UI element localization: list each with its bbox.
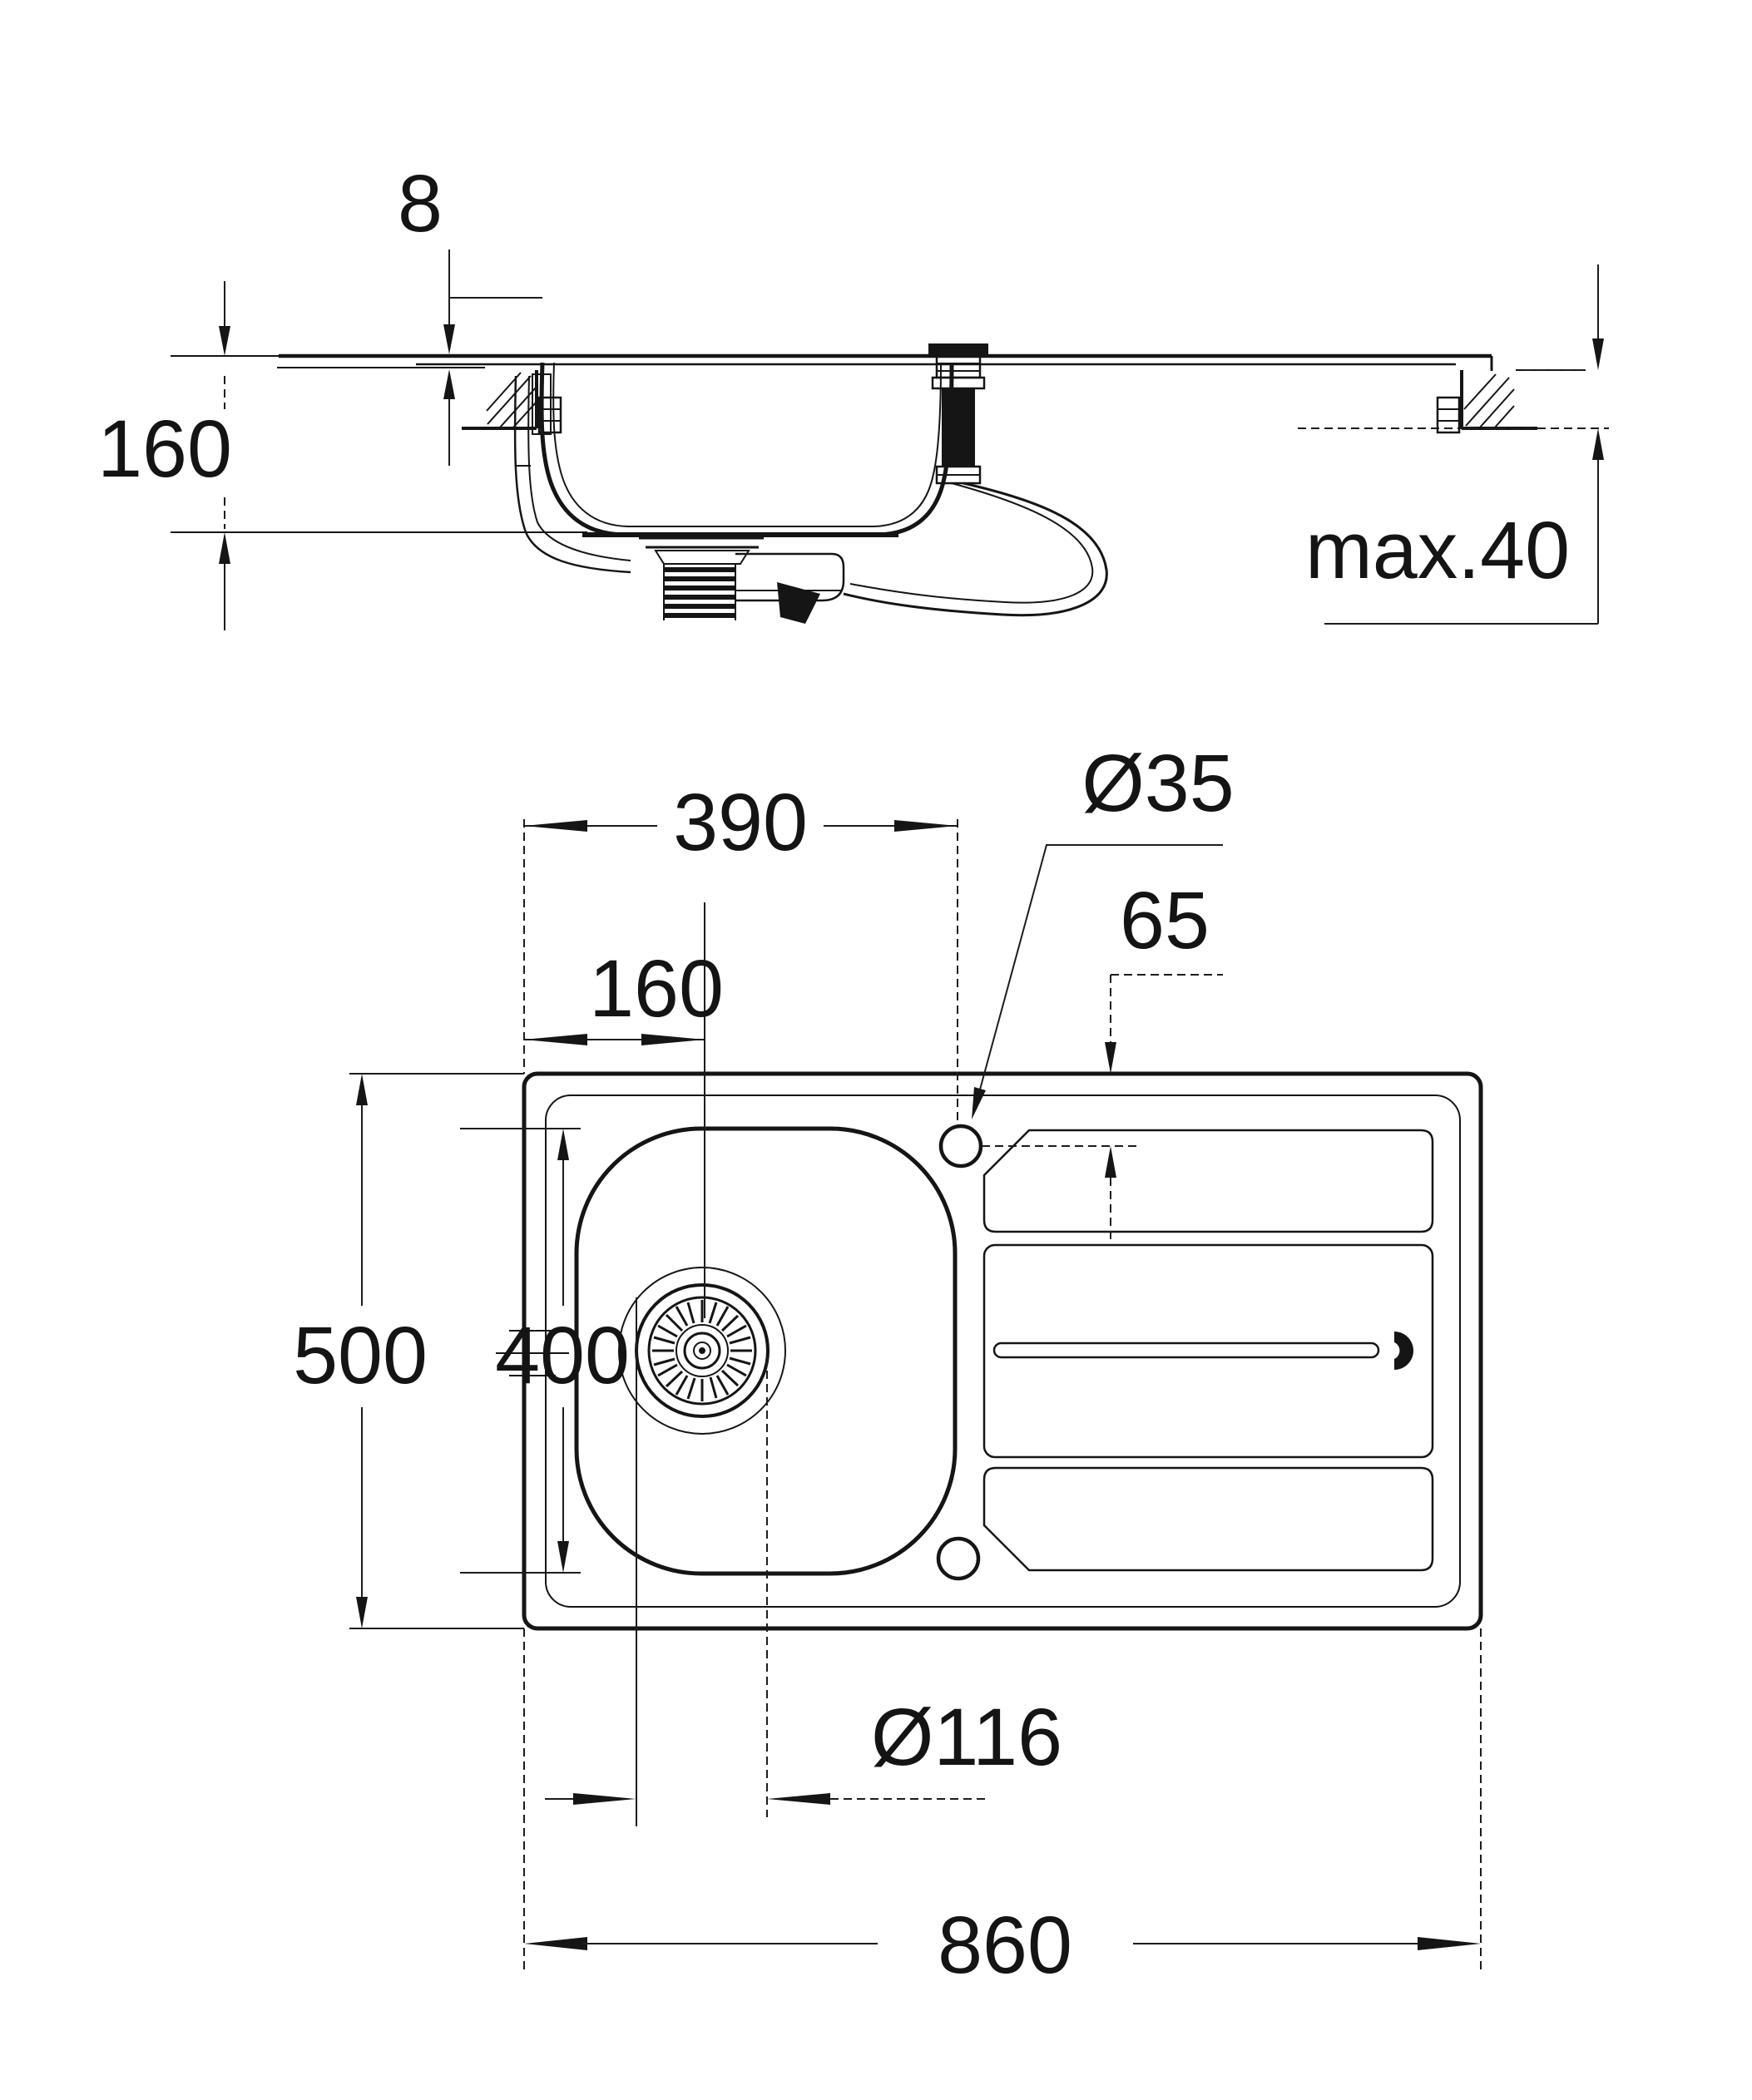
bowl-inner-profile — [552, 362, 942, 527]
dim-bowl-width-label: 390 — [673, 777, 808, 867]
dim-faucet-hole-offset: 65 — [982, 875, 1223, 1241]
bowl-tangent-extensions — [460, 1128, 581, 1574]
groove-end-icon — [1394, 1332, 1413, 1370]
faucet-tailpiece — [928, 343, 988, 485]
sink-inner-rim — [545, 1094, 1461, 1608]
plan-view: 390 160 Ø35 65 500 — [293, 738, 1483, 1990]
dim-faucet-hole-diameter: Ø35 — [972, 738, 1235, 1119]
dim-drain-offset: 160 — [524, 943, 724, 1045]
dim-faucet-hole-diameter-label: Ø35 — [1081, 738, 1234, 828]
counter-cut-right — [1436, 370, 1537, 434]
faucet-hole-bottom — [936, 1536, 981, 1581]
drainboard-panel-1 — [982, 1129, 1434, 1233]
dim-8-leader — [448, 250, 542, 299]
drainboard-panel-2 — [982, 1243, 1434, 1459]
dim-rim-height: 8 — [398, 158, 542, 466]
faucet-base-plate — [928, 343, 988, 356]
overflow-pipe — [513, 373, 631, 574]
dim-faucet-hole-offset-label: 65 — [1120, 875, 1210, 966]
dim-rim-height-label: 8 — [398, 158, 443, 249]
dim-counter-thickness-label: max.40 — [1305, 505, 1570, 595]
strainer-spokes — [652, 1300, 752, 1401]
dim-bowl-depth-section: 160 — [97, 281, 587, 630]
drain-barrel-ribs — [663, 564, 736, 620]
counter-cut-left — [462, 370, 562, 434]
dim-bowl-depth-section-label: 160 — [97, 403, 232, 494]
spray-hose — [843, 482, 1108, 617]
drain-strainer — [618, 1267, 786, 1435]
drain-lever — [777, 582, 820, 624]
faucet-shank — [942, 388, 975, 467]
bowl-outer-profile — [539, 362, 954, 537]
dim-counter-thickness: max.40 — [1298, 264, 1609, 625]
dim-drain-diameter: Ø116 — [545, 1692, 1062, 1805]
drain-outlet-body — [735, 552, 845, 602]
drain-assembly — [639, 533, 845, 624]
dim-overall-depth: 500 — [293, 1074, 428, 1628]
dim-bowl-width: 390 — [524, 777, 958, 867]
drainboard-panel-3 — [982, 1466, 1434, 1572]
drainboard-groove — [992, 1342, 1380, 1359]
dim-bowl-depth-plan-label: 400 — [495, 1310, 630, 1401]
dim-overall-length: 860 — [524, 1900, 1481, 1990]
section-view: 8 160 max.40 — [97, 158, 1609, 630]
sink-outer-rim — [522, 1071, 1483, 1631]
faucet-hole-top — [938, 1124, 983, 1169]
hatch-lines-right — [1463, 373, 1515, 429]
dim-bowl-depth-plan: 400 — [495, 1129, 630, 1573]
bowl-center-marks — [496, 1330, 569, 1376]
dim-drain-offset-label: 160 — [589, 943, 724, 1034]
drainboard — [982, 1129, 1434, 1572]
dim-overall-depth-label: 500 — [293, 1310, 428, 1401]
dim-overall-length-label: 860 — [938, 1900, 1072, 1990]
bowl-outline — [574, 1126, 958, 1576]
mounting-clamp-right — [1436, 396, 1461, 434]
bowl-section — [539, 362, 954, 537]
dim-drain-diameter-label: Ø116 — [871, 1692, 1062, 1782]
